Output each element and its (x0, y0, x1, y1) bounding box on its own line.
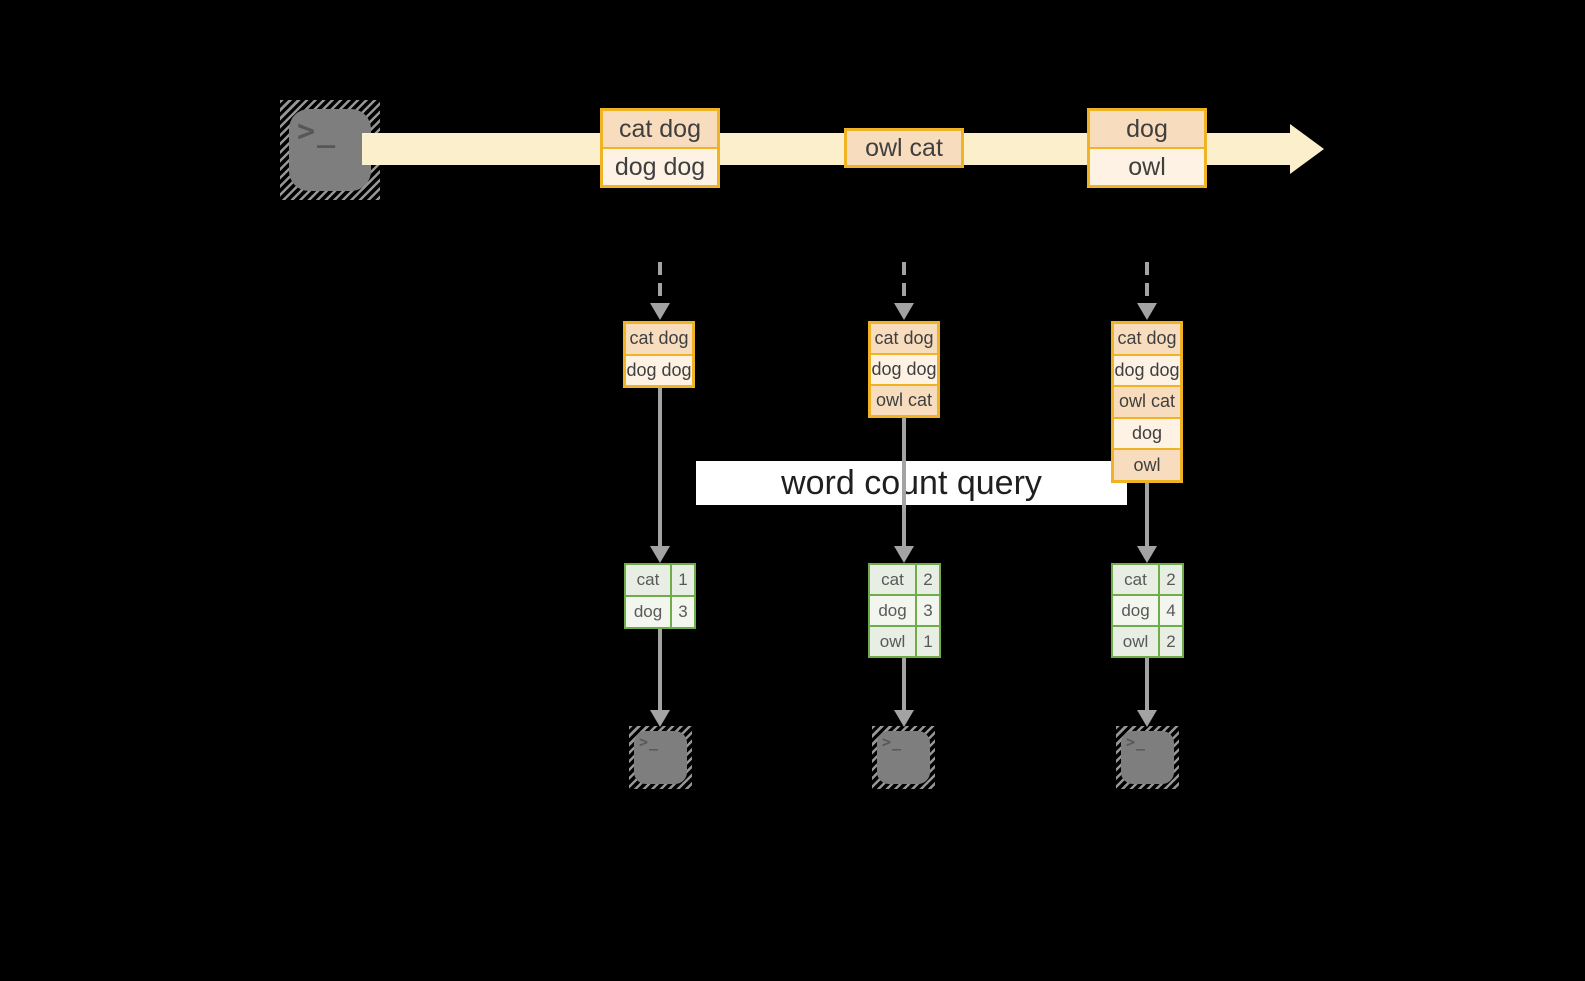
dashed-arrow-line (1145, 262, 1149, 304)
count-word-cell: dog (626, 597, 670, 627)
stream-event-3: dog owl (1087, 108, 1207, 188)
count-value-cell: 4 (1160, 596, 1182, 625)
arrowhead-down-icon (894, 546, 914, 563)
arrowhead-down-icon (650, 546, 670, 563)
arrowhead-down-icon (894, 710, 914, 727)
event-cell: dog dog (603, 149, 717, 185)
arrowhead-down-icon (1137, 710, 1157, 727)
stream-event-2: owl cat (844, 128, 964, 168)
arrowhead-down-icon (1137, 303, 1157, 320)
count-value-cell: 2 (1160, 627, 1182, 656)
terminal-prompt-icon: >_ (882, 733, 903, 751)
count-word-cell: owl (870, 627, 915, 656)
stream-arrowhead-icon (1290, 124, 1324, 174)
arrow-line (902, 417, 906, 546)
count-value-cell: 3 (917, 596, 939, 625)
output-terminal-icon: >_ (629, 726, 692, 789)
output-terminal-icon: >_ (872, 726, 935, 789)
arrow-line (902, 658, 906, 710)
arrow-line (658, 388, 662, 546)
state-cell: owl cat (871, 386, 937, 415)
dashed-arrow-line (658, 262, 662, 304)
state-buffer-1: cat dog dog dog (623, 321, 695, 388)
arrowhead-down-icon (650, 303, 670, 320)
count-table-3: cat 2 dog 4 owl 2 (1111, 563, 1184, 658)
event-cell: cat dog (603, 111, 717, 147)
arrowhead-down-icon (650, 710, 670, 727)
arrowhead-down-icon (894, 303, 914, 320)
state-cell: dog (1114, 418, 1180, 449)
count-table-1: cat 1 dog 3 (624, 563, 696, 629)
count-value-cell: 2 (1160, 565, 1182, 594)
dashed-arrow-line (902, 262, 906, 304)
count-value-cell: 1 (917, 627, 939, 656)
stream-event-1: cat dog dog dog (600, 108, 720, 188)
count-value-cell: 2 (917, 565, 939, 594)
count-word-cell: cat (626, 565, 670, 595)
event-cell: dog (1090, 111, 1204, 147)
terminal-screen (289, 109, 371, 191)
terminal-screen (877, 731, 930, 784)
arrowhead-down-icon (1137, 546, 1157, 563)
state-cell: owl cat (1114, 387, 1180, 417)
count-word-cell: cat (870, 565, 915, 594)
event-cell: owl cat (847, 131, 961, 165)
state-cell: dog dog (1114, 355, 1180, 386)
arrow-line (658, 629, 662, 710)
state-cell: dog dog (871, 355, 937, 384)
count-table-2: cat 2 dog 3 owl 1 (868, 563, 941, 658)
query-label: word count query (696, 461, 1127, 505)
state-buffer-3: cat dog dog dog owl cat dog owl (1111, 321, 1183, 483)
count-word-cell: dog (1113, 596, 1158, 625)
count-value-cell: 1 (672, 565, 694, 595)
state-cell: owl (1114, 450, 1180, 480)
terminal-prompt-icon: >_ (1126, 733, 1147, 751)
event-cell: owl (1090, 149, 1204, 185)
terminal-prompt-icon: >_ (639, 733, 660, 751)
output-terminal-icon: >_ (1116, 726, 1179, 789)
count-word-cell: dog (870, 596, 915, 625)
count-value-cell: 3 (672, 597, 694, 627)
terminal-prompt-icon: >_ (297, 114, 338, 149)
state-cell: cat dog (871, 324, 937, 353)
count-word-cell: cat (1113, 565, 1158, 594)
terminal-screen (1121, 731, 1174, 784)
arrow-line (1145, 483, 1149, 546)
state-cell: cat dog (626, 324, 692, 354)
terminal-screen (634, 731, 687, 784)
count-word-cell: owl (1113, 627, 1158, 656)
state-buffer-2: cat dog dog dog owl cat (868, 321, 940, 418)
arrow-line (1145, 658, 1149, 710)
state-cell: dog dog (626, 355, 692, 385)
state-cell: cat dog (1114, 324, 1180, 354)
